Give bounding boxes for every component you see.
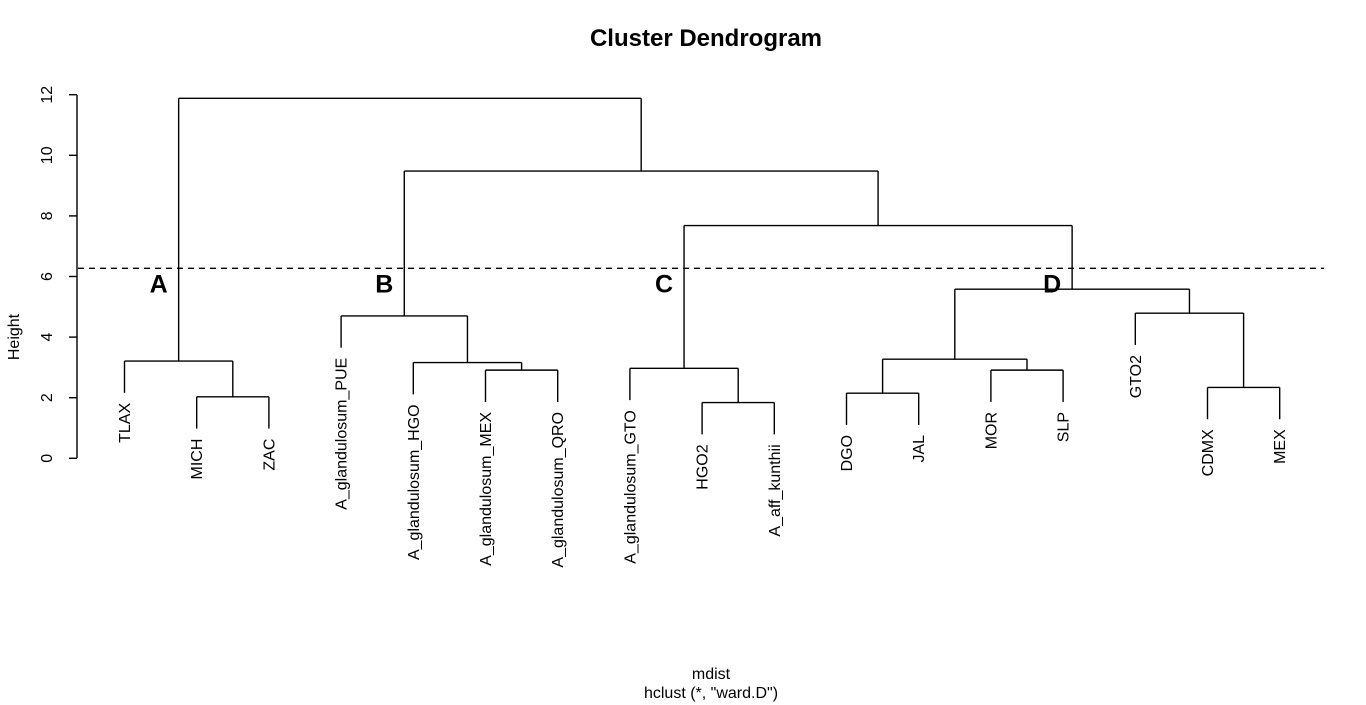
cluster-label-C: C [655, 270, 673, 298]
leaf-label-MOR: MOR [983, 412, 1000, 449]
y-axis-tick-label: 6 [39, 272, 56, 281]
leaf-label-JAL: JAL [911, 435, 928, 463]
y-axis-tick-label: 10 [39, 146, 56, 164]
leaf-label-MEX: MEX [1272, 429, 1289, 464]
cluster-label-B: B [375, 270, 393, 298]
y-axis-label: Height [6, 313, 23, 360]
x-axis-label: mdist [692, 666, 731, 683]
y-axis: 0 2 4 6 8 10 12 [39, 86, 78, 463]
y-axis-tick-label: 0 [39, 454, 56, 463]
cluster-label-D: D [1043, 270, 1061, 298]
leaf-label-GTO2: GTO2 [1128, 355, 1145, 398]
leaf-label-CDMX: CDMX [1200, 429, 1217, 476]
leaf-label-ZAC: ZAC [261, 439, 278, 471]
leaf-label-A_glandulosum_MEX: A_glandulosum_MEX [478, 412, 495, 566]
y-axis-tick-label: 8 [39, 211, 56, 220]
dendrogram-tree: TLAX MICH ZAC A_glandulosum_PUE A_glandulosu… [117, 97, 1289, 568]
leaf-label-A_glandulosum_HGO: A_glandulosum_HGO [406, 404, 423, 560]
y-axis-tick-label: 2 [39, 393, 56, 402]
leaf-label-A_glandulosum_QRO: A_glandulosum_QRO [550, 412, 567, 568]
leaf-label-MICH: MICH [189, 439, 206, 480]
hclust-subtitle: hclust (*, "ward.D") [644, 685, 778, 702]
y-axis-tick-label: 12 [39, 86, 56, 104]
cluster-label-A: A [150, 270, 168, 298]
cluster-letters: A B C D [150, 270, 1062, 298]
leaf-label-TLAX: TLAX [117, 403, 134, 443]
leaf-label-DGO: DGO [839, 435, 856, 471]
leaf-label-A_aff_kunthii: A_aff_kunthii [767, 444, 784, 536]
chart-title: Cluster Dendrogram [590, 25, 822, 52]
leaf-label-HGO2: HGO2 [695, 444, 712, 489]
leaf-label-SLP: SLP [1056, 412, 1073, 442]
y-axis-tick-label: 4 [39, 333, 56, 342]
leaf-label-A_glandulosum_PUE: A_glandulosum_PUE [334, 358, 351, 510]
leaf-label-A_glandulosum_GTO: A_glandulosum_GTO [622, 410, 639, 564]
